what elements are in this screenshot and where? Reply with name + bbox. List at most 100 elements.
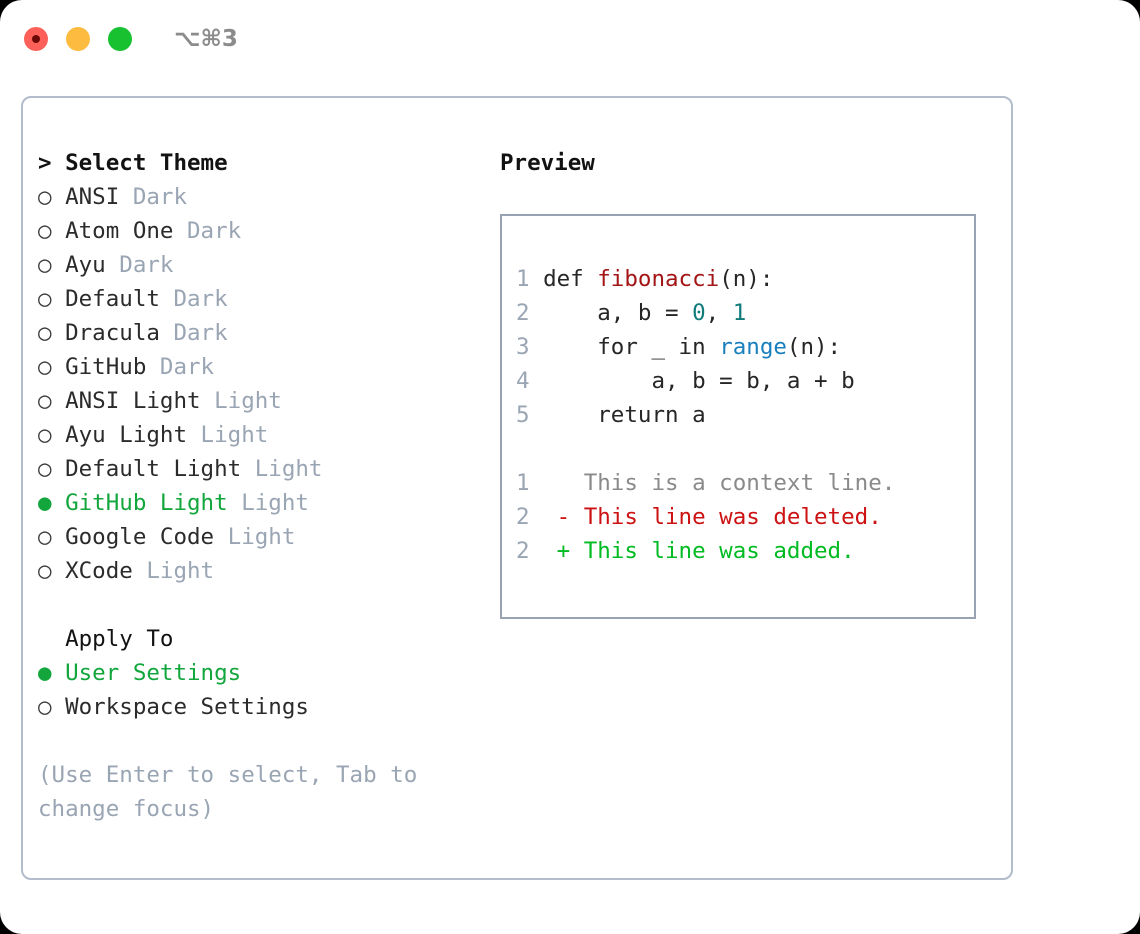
apply-to-section: Apply To ● User Settings○ Workspace Sett… — [38, 622, 498, 724]
radio-unselected-icon: ○ — [38, 252, 66, 278]
line-number: 2 — [516, 538, 530, 564]
apply-to-list[interactable]: ● User Settings○ Workspace Settings — [38, 656, 498, 724]
theme-name-label: GitHub — [65, 354, 147, 380]
maximize-dot-icon[interactable] — [108, 27, 132, 51]
radio-unselected-icon: ○ — [38, 286, 66, 312]
diff-line-ctx: 1 This is a context line. — [516, 466, 895, 500]
radio-unselected-icon: ○ — [38, 354, 66, 380]
code-token-plain: , — [705, 300, 733, 326]
apply-to-option[interactable]: ● User Settings — [38, 656, 498, 690]
code-token-plain: return a — [543, 402, 706, 428]
theme-name-label: Ayu — [65, 252, 106, 278]
code-token-plain: (n): — [719, 266, 774, 292]
theme-list[interactable]: ○ ANSI Dark○ Atom One Dark○ Ayu Dark○ De… — [38, 180, 498, 588]
code-line: 5 return a — [516, 398, 895, 432]
theme-variant-label: Dark — [173, 218, 242, 244]
radio-unselected-icon: ○ — [38, 422, 66, 448]
diff-text: This line was deleted. — [583, 504, 882, 530]
theme-list-item[interactable]: ○ ANSI Dark — [38, 180, 498, 214]
theme-variant-label: Dark — [146, 354, 215, 380]
theme-list-item[interactable]: ○ Google Code Light — [38, 520, 498, 554]
close-dot-icon[interactable] — [24, 27, 48, 51]
diff-line-del: 2 - This line was deleted. — [516, 500, 895, 534]
code-line: 3 for _ in range(n): — [516, 330, 895, 364]
theme-name-label: Default Light — [65, 456, 242, 482]
radio-unselected-icon: ○ — [38, 218, 66, 244]
theme-dialog-panel: > Select Theme ○ ANSI Dark○ Atom One Dar… — [21, 96, 1013, 880]
theme-variant-label: Light — [241, 456, 323, 482]
theme-selection-column: > Select Theme ○ ANSI Dark○ Atom One Dar… — [38, 146, 498, 826]
line-number: 1 — [516, 470, 530, 496]
traffic-light-group — [24, 27, 132, 51]
theme-variant-label: Light — [132, 558, 215, 584]
code-token-plain: (n): — [786, 334, 842, 360]
theme-name-label: Default — [65, 286, 160, 312]
radio-unselected-icon: ○ — [38, 694, 66, 720]
code-token-builtin: range — [719, 334, 787, 360]
theme-list-item[interactable]: ○ Default Light Light — [38, 452, 498, 486]
theme-variant-label: Light — [227, 490, 309, 516]
theme-name-label: Dracula — [65, 320, 160, 346]
diff-sign: - — [529, 504, 584, 530]
radio-unselected-icon: ○ — [38, 184, 66, 210]
theme-name-label: ANSI — [65, 184, 120, 210]
code-spacer — [516, 432, 895, 466]
code-token-plain: a, b = — [543, 300, 693, 326]
diff-line-add: 2 + This line was added. — [516, 534, 895, 568]
radio-unselected-icon: ○ — [38, 456, 66, 482]
code-token-num: 1 — [732, 300, 747, 326]
theme-list-item[interactable]: ○ Dracula Dark — [38, 316, 498, 350]
theme-variant-label: Dark — [119, 184, 188, 210]
theme-variant-label: Dark — [159, 286, 228, 312]
code-gutter-space — [530, 334, 544, 360]
code-token-num: 0 — [692, 300, 706, 326]
theme-list-item[interactable]: ○ Default Dark — [38, 282, 498, 316]
theme-name-label: Google Code — [65, 524, 215, 550]
theme-list-item[interactable]: ○ Ayu Dark — [38, 248, 498, 282]
theme-list-item[interactable]: ○ Atom One Dark — [38, 214, 498, 248]
line-number: 2 — [516, 300, 530, 326]
theme-variant-label: Dark — [159, 320, 228, 346]
theme-variant-label: Light — [214, 524, 296, 550]
keyboard-shortcut-label: ⌥⌘3 — [174, 26, 238, 52]
theme-list-item[interactable]: ○ Ayu Light Light — [38, 418, 498, 452]
apply-to-label: User Settings — [65, 660, 242, 686]
preview-column: Preview 1 def fibonacci(n):2 a, b = 0, 1… — [500, 146, 1000, 619]
theme-list-item[interactable]: ○ ANSI Light Light — [38, 384, 498, 418]
theme-list-item[interactable]: ● GitHub Light Light — [38, 486, 498, 520]
line-number: 5 — [516, 402, 530, 428]
radio-unselected-icon: ○ — [38, 388, 66, 414]
theme-name-label: Ayu Light — [65, 422, 188, 448]
code-gutter-space — [530, 368, 544, 394]
code-line: 4 a, b = b, a + b — [516, 364, 895, 398]
code-token-plain: for _ in — [543, 334, 720, 360]
theme-variant-label: Light — [187, 422, 269, 448]
code-gutter-space — [530, 266, 544, 292]
theme-list-item[interactable]: ○ XCode Light — [38, 554, 498, 588]
preview-title: Preview — [500, 150, 595, 176]
radio-unselected-icon: ○ — [38, 524, 66, 550]
radio-selected-icon: ● — [38, 490, 66, 516]
keyboard-hint-text: (Use Enter to select, Tab to change focu… — [38, 762, 418, 822]
theme-name-label: XCode — [65, 558, 133, 584]
diff-text: This is a context line. — [583, 470, 896, 496]
code-gutter-space — [530, 300, 544, 326]
code-token-func: fibonacci — [597, 266, 720, 292]
code-line: 2 a, b = 0, 1 — [516, 296, 895, 330]
code-gutter-space — [530, 402, 544, 428]
radio-selected-icon: ● — [38, 660, 66, 686]
theme-variant-label: Light — [200, 388, 282, 414]
diff-text: This line was added. — [583, 538, 855, 564]
code-token-plain: def — [543, 266, 598, 292]
apply-to-option[interactable]: ○ Workspace Settings — [38, 690, 498, 724]
apply-to-label: Workspace Settings — [65, 694, 309, 720]
radio-unselected-icon: ○ — [38, 320, 66, 346]
line-number: 3 — [516, 334, 530, 360]
theme-list-item[interactable]: ○ GitHub Dark — [38, 350, 498, 384]
minimize-dot-icon[interactable] — [66, 27, 90, 51]
select-theme-header: > Select Theme — [38, 150, 228, 176]
theme-name-label: ANSI Light — [65, 388, 201, 414]
code-token-plain: a, b = b, a + b — [543, 368, 855, 394]
